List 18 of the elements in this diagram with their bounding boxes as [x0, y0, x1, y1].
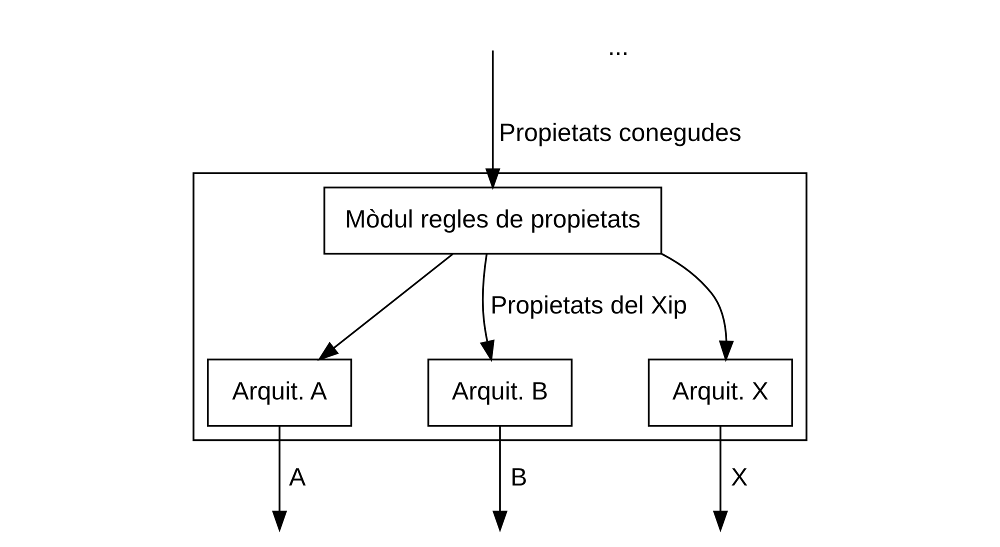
- edge-label: A: [288, 463, 304, 492]
- arrow: [712, 426, 728, 532]
- node-box: Arquit. X: [648, 358, 794, 427]
- arrow: [485, 50, 500, 190]
- edge-label: B: [510, 463, 528, 492]
- cluster: [192, 172, 808, 442]
- label: ...: [608, 33, 629, 62]
- arrow: [272, 426, 288, 532]
- arrow: [492, 426, 508, 532]
- edge-label: X: [730, 463, 748, 492]
- node-box: Arquit. A: [206, 358, 352, 427]
- edge-label: Propietats conegudes: [498, 119, 742, 148]
- edge-label: Propietats del Xip: [490, 291, 688, 320]
- arrow: [480, 254, 495, 362]
- arrow: [317, 253, 454, 362]
- arrow: [661, 253, 734, 362]
- node-box: Arquit. B: [427, 358, 573, 427]
- node-box: Mòdul regles de propietats: [323, 186, 662, 255]
